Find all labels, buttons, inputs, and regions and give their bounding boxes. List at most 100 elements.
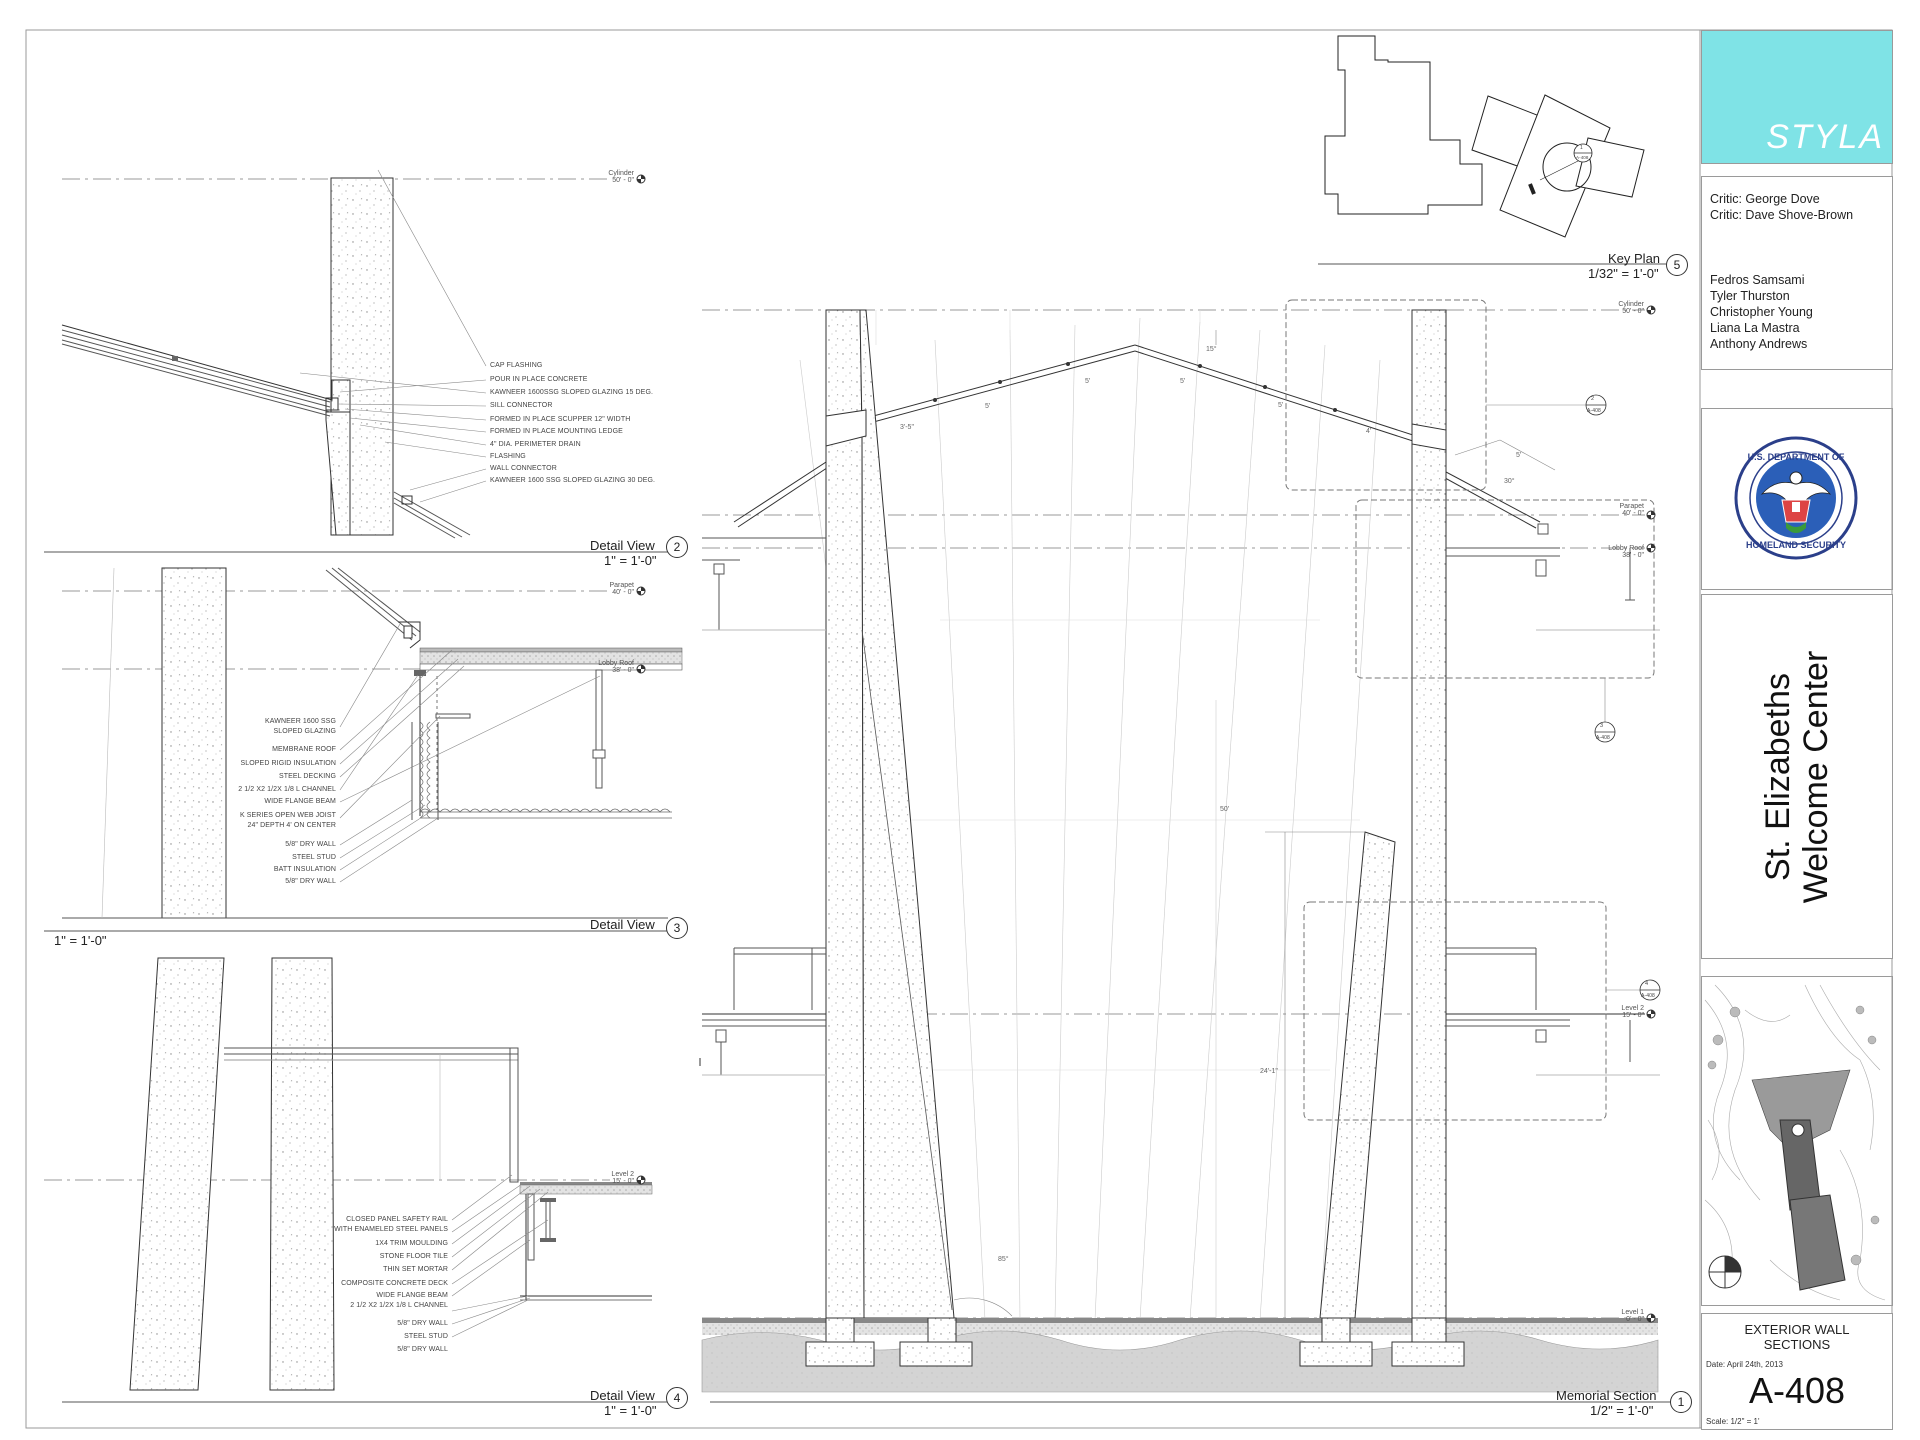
note: 5/8" DRY WALL (285, 841, 336, 848)
key-plan-number: 5 (1666, 254, 1688, 276)
note: WIDE FLANGE BEAM (376, 1292, 448, 1299)
note: MEMBRANE ROOF (272, 746, 336, 753)
dim-right-length: 5' (1516, 452, 1522, 459)
homeland-security-seal-icon (1734, 436, 1858, 560)
dim-angle: 85° (998, 1256, 1009, 1263)
note: COMPOSITE CONCRETE DECK (341, 1280, 448, 1287)
seal-top-text: U.S. DEPARTMENT OF (1748, 452, 1845, 462)
detail-2-title: Detail View (590, 538, 655, 553)
detail-view-4-drawing (44, 957, 668, 1403)
note: STEEL STUD (292, 854, 336, 861)
detail-4-number: 4 (666, 1387, 688, 1409)
project-title-line1: St. Elizabeths (1759, 672, 1797, 881)
project-name-panel: St. Elizabeths Welcome Center (1701, 594, 1893, 959)
dim-roof-4: 5' (1180, 378, 1186, 385)
level-marker-cylinder-d2 (636, 174, 646, 184)
note: 4" DIA. PERIMETER DRAIN (490, 441, 581, 448)
member-name: Tyler Thurston (1710, 289, 1790, 303)
note: K SERIES OPEN WEB JOIST (239, 812, 336, 819)
dim-roof-6: 4' (1366, 428, 1372, 435)
callout-3-sheet: A-408 (1596, 735, 1610, 741)
member-name: Anthony Andrews (1710, 337, 1808, 351)
note: WALL CONNECTOR (490, 465, 557, 472)
dim-roof-2: 5' (985, 403, 991, 410)
note: FORMED IN PLACE MOUNTING LEDGE (490, 428, 623, 435)
callout-4-number: 4 (1645, 981, 1649, 987)
project-title-line2: Welcome Center (1797, 650, 1835, 903)
note: 1X4 TRIM MOULDING (375, 1240, 448, 1247)
key-plan-drawing (1318, 35, 1666, 265)
detail-view-2-drawing (44, 169, 668, 553)
sheet-date: Date: April 24th, 2013 (1706, 1360, 1783, 1369)
sheet-number: A-408 (1748, 1370, 1846, 1411)
section-callout-markers (1574, 152, 1661, 1001)
note: WITH ENAMELED STEEL PANELS (334, 1226, 448, 1233)
project-title: St. Elizabeths Welcome Center (1759, 650, 1835, 903)
seal-panel (1701, 408, 1893, 590)
memorial-section-title: Memorial Section (1556, 1388, 1657, 1403)
level-marker-level2-d4 (636, 1175, 646, 1185)
note: SLOPED GLAZING (273, 728, 336, 735)
note: STEEL DECKING (278, 773, 336, 780)
note: THIN SET MORTAR (383, 1266, 448, 1273)
memorial-section-number: 1 (1670, 1391, 1692, 1413)
note: BATT INSULATION (273, 866, 336, 873)
note: POUR IN PLACE CONCRETE (490, 376, 588, 383)
note: KAWNEER 1600SSG SLOPED GLAZING 15 DEG. (490, 389, 654, 396)
note: 5/8" DRY WALL (285, 878, 336, 885)
note: 2 1/2 X2 1/2X 1/8 L CHANNEL (350, 1302, 448, 1309)
seal-bottom-text: HOMELAND SECURITY (1746, 540, 1846, 550)
dim-roof-angle: 15° (1206, 346, 1217, 353)
note: SILL CONNECTOR (490, 402, 553, 409)
level-marker-parapet-d3 (636, 586, 646, 596)
level-markers-memorial (1646, 305, 1656, 1323)
note: WIDE FLANGE BEAM (264, 798, 336, 805)
dim-roof-1: 3'-5" (900, 424, 914, 431)
callout-3-number: 3 (1600, 723, 1604, 729)
keyplan-callout-number: 1 (1580, 145, 1583, 151)
note: CLOSED PANEL SAFETY RAIL (346, 1216, 448, 1223)
note: FORMED IN PLACE SCUPPER 12" WIDTH (490, 416, 631, 423)
dim-inner: 24'-1" (1260, 1068, 1278, 1075)
dim-right-angle: 30° (1504, 478, 1515, 485)
detail-3-scale: 1" = 1'-0" (54, 933, 107, 948)
member-list: Fedros Samsami Tyler Thurston Christophe… (1704, 272, 1813, 352)
note: 2 1/2 X2 1/2X 1/8 L CHANNEL (238, 786, 336, 793)
detail-4-scale: 1" = 1'-0" (604, 1403, 657, 1418)
callout-4-sheet: A-408 (1641, 993, 1655, 999)
brand-logo: STYLA (1766, 118, 1884, 156)
detail-2-scale: 1" = 1'-0" (604, 553, 657, 568)
dim-roof-3: 5' (1085, 378, 1091, 385)
sheet-info-panel: EXTERIOR WALL SECTIONS Date: April 24th,… (1701, 1313, 1893, 1430)
memorial-section-scale: 1/2" = 1'-0" (1590, 1403, 1654, 1418)
note: FLASHING (490, 453, 526, 460)
note: 24" DEPTH 4' ON CENTER (247, 822, 336, 829)
detail-4-title: Detail View (590, 1388, 655, 1403)
note: CAP FLASHING (490, 362, 543, 369)
member-name: Christopher Young (1710, 305, 1813, 319)
team-panel: Critic: George Dove Critic: Dave Shove-B… (1701, 176, 1893, 370)
member-name: Liana La Mastra (1710, 321, 1800, 335)
note: SLOPED RIGID INSULATION (240, 760, 336, 767)
key-plan-title: Key Plan (1608, 251, 1661, 266)
brand-panel: STYLA (1701, 30, 1893, 164)
detail-3-title: Detail View (590, 917, 655, 932)
detail-3-number: 3 (666, 917, 688, 939)
memorial-section-drawing (699, 299, 1680, 1403)
member-name: Fedros Samsami (1710, 273, 1805, 287)
key-plan-scale: 1/32" = 1'-0" (1588, 266, 1659, 281)
dim-roof-5: 5' (1278, 402, 1284, 409)
note: 5/8" DRY WALL (397, 1346, 448, 1353)
critic-list: Critic: George Dove Critic: Dave Shove-B… (1704, 191, 1853, 223)
note: KAWNEER 1600 SSG (265, 718, 336, 725)
note: STONE FLOOR TILE (379, 1253, 448, 1260)
